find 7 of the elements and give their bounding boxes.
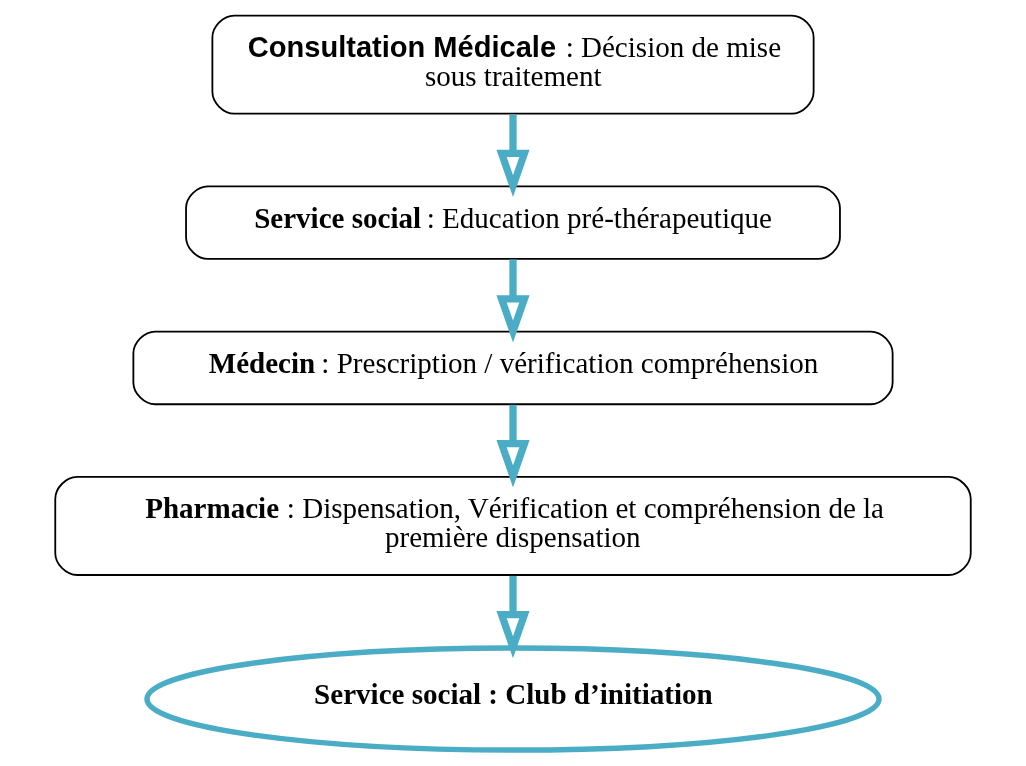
node-box: Service social : Education pré-thérapeutique (185, 185, 841, 260)
node-box: Pharmacie : Dispensation, Vérification et compréhension de la première dispensation (54, 476, 972, 576)
arrow (496, 404, 530, 488)
arrow (496, 575, 530, 659)
node-box: Médecin : Prescription / vérification compréhension (132, 330, 894, 406)
node-ellipse: Service social : Club d’initiation (144, 645, 882, 753)
node-box: Consultation Médicale : Décision de mise sous traitement (211, 14, 815, 115)
